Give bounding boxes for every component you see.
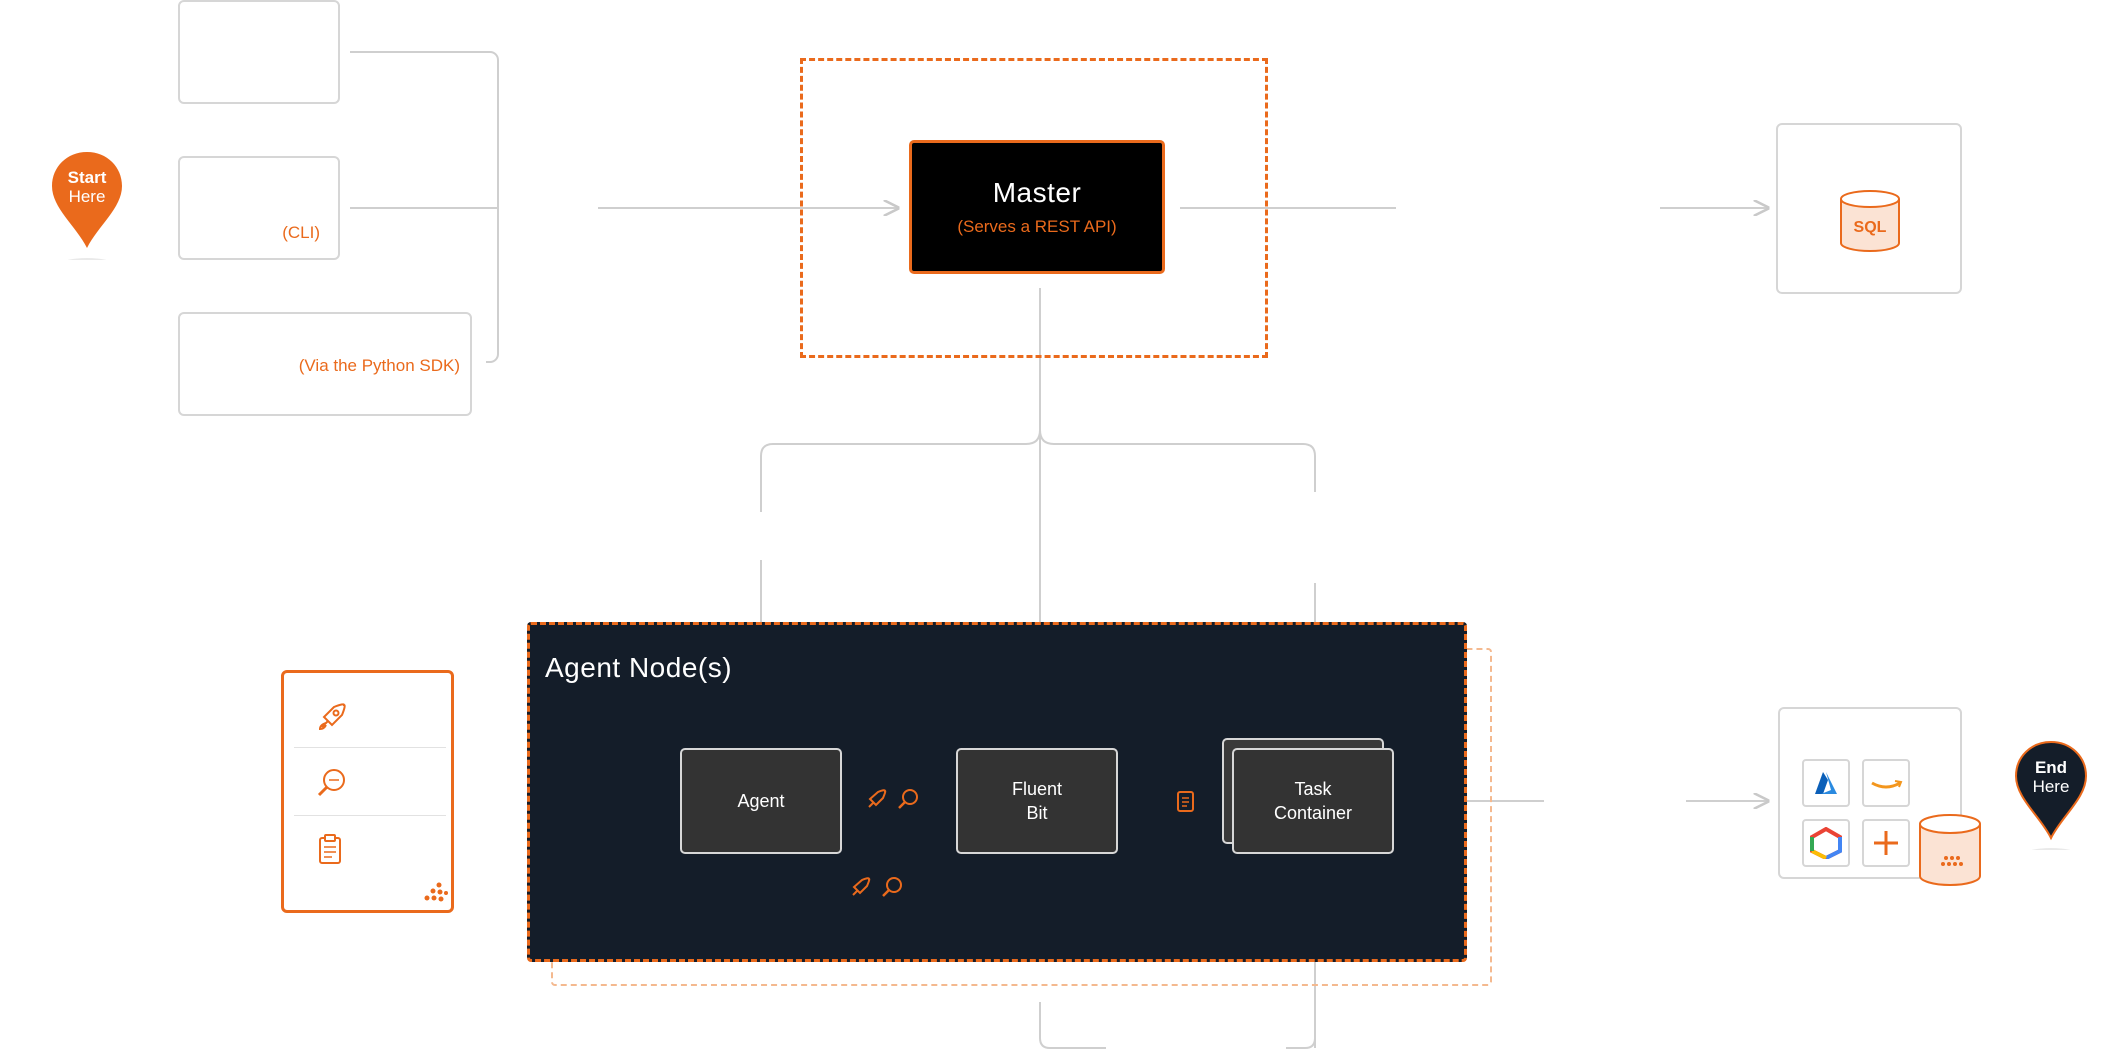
rocket-icon bbox=[318, 703, 346, 731]
client-box-sdk[interactable]: (Via the Python SDK) bbox=[178, 312, 472, 416]
add-provider-tile[interactable] bbox=[1862, 819, 1910, 867]
aws-tile[interactable] bbox=[1862, 759, 1910, 807]
search-log-icon bbox=[882, 877, 902, 897]
client-box-webui[interactable] bbox=[178, 0, 340, 104]
search-log-icon bbox=[898, 789, 918, 809]
agent-label: Agent bbox=[737, 791, 785, 811]
task-container-node[interactable]: Task Container bbox=[1232, 748, 1394, 854]
agent-node[interactable]: Agent bbox=[680, 748, 842, 854]
master-subtitle: (Serves a REST API) bbox=[957, 217, 1117, 236]
start-pin-line1: Start bbox=[67, 168, 107, 187]
agent-node-title: Agent Node(s) bbox=[545, 652, 733, 683]
azure-icon bbox=[1815, 772, 1837, 794]
client-box-cli[interactable]: (CLI) bbox=[178, 156, 340, 260]
master-cluster bbox=[800, 58, 1268, 358]
checkpoint-storage-icon bbox=[1919, 814, 1981, 886]
database-box[interactable]: SQL bbox=[1776, 123, 1962, 294]
clipboard-icon bbox=[319, 834, 341, 864]
start-pin-line2: Here bbox=[68, 187, 106, 206]
end-pin-line1: End bbox=[2034, 758, 2068, 777]
task-container-label: Task Container bbox=[1273, 779, 1353, 823]
search-log-icon bbox=[317, 769, 345, 797]
master-title: Master bbox=[992, 177, 1082, 208]
database-icon: SQL bbox=[1840, 190, 1900, 252]
fluent-bit-label: Fluent Bit bbox=[1011, 779, 1063, 823]
legend-row-search bbox=[294, 749, 446, 816]
aws-icon bbox=[1871, 780, 1903, 789]
master-node[interactable]: Master (Serves a REST API) bbox=[909, 140, 1165, 274]
database-label: SQL bbox=[1854, 219, 1887, 236]
end-pin-line2: Here bbox=[2032, 777, 2070, 796]
azure-tile[interactable] bbox=[1802, 759, 1850, 807]
legend-panel bbox=[281, 670, 454, 913]
sdk-note: (Via the Python SDK) bbox=[298, 356, 460, 375]
end-pin: End Here bbox=[2014, 740, 2088, 860]
start-pin: Start Here bbox=[50, 150, 124, 270]
legend-row-rocket bbox=[294, 681, 446, 748]
legend-row-clipboard bbox=[294, 817, 446, 883]
google-cloud-icon bbox=[1810, 827, 1842, 859]
fluent-bit-node[interactable]: Fluent Bit bbox=[956, 748, 1118, 854]
logo-dots-icon bbox=[424, 882, 448, 902]
rocket-icon bbox=[868, 789, 887, 808]
cli-note: (CLI) bbox=[282, 223, 320, 242]
clipboard-icon bbox=[1177, 791, 1194, 812]
plus-icon bbox=[1874, 831, 1898, 855]
google-cloud-tile[interactable] bbox=[1802, 819, 1850, 867]
rocket-icon bbox=[852, 877, 871, 896]
